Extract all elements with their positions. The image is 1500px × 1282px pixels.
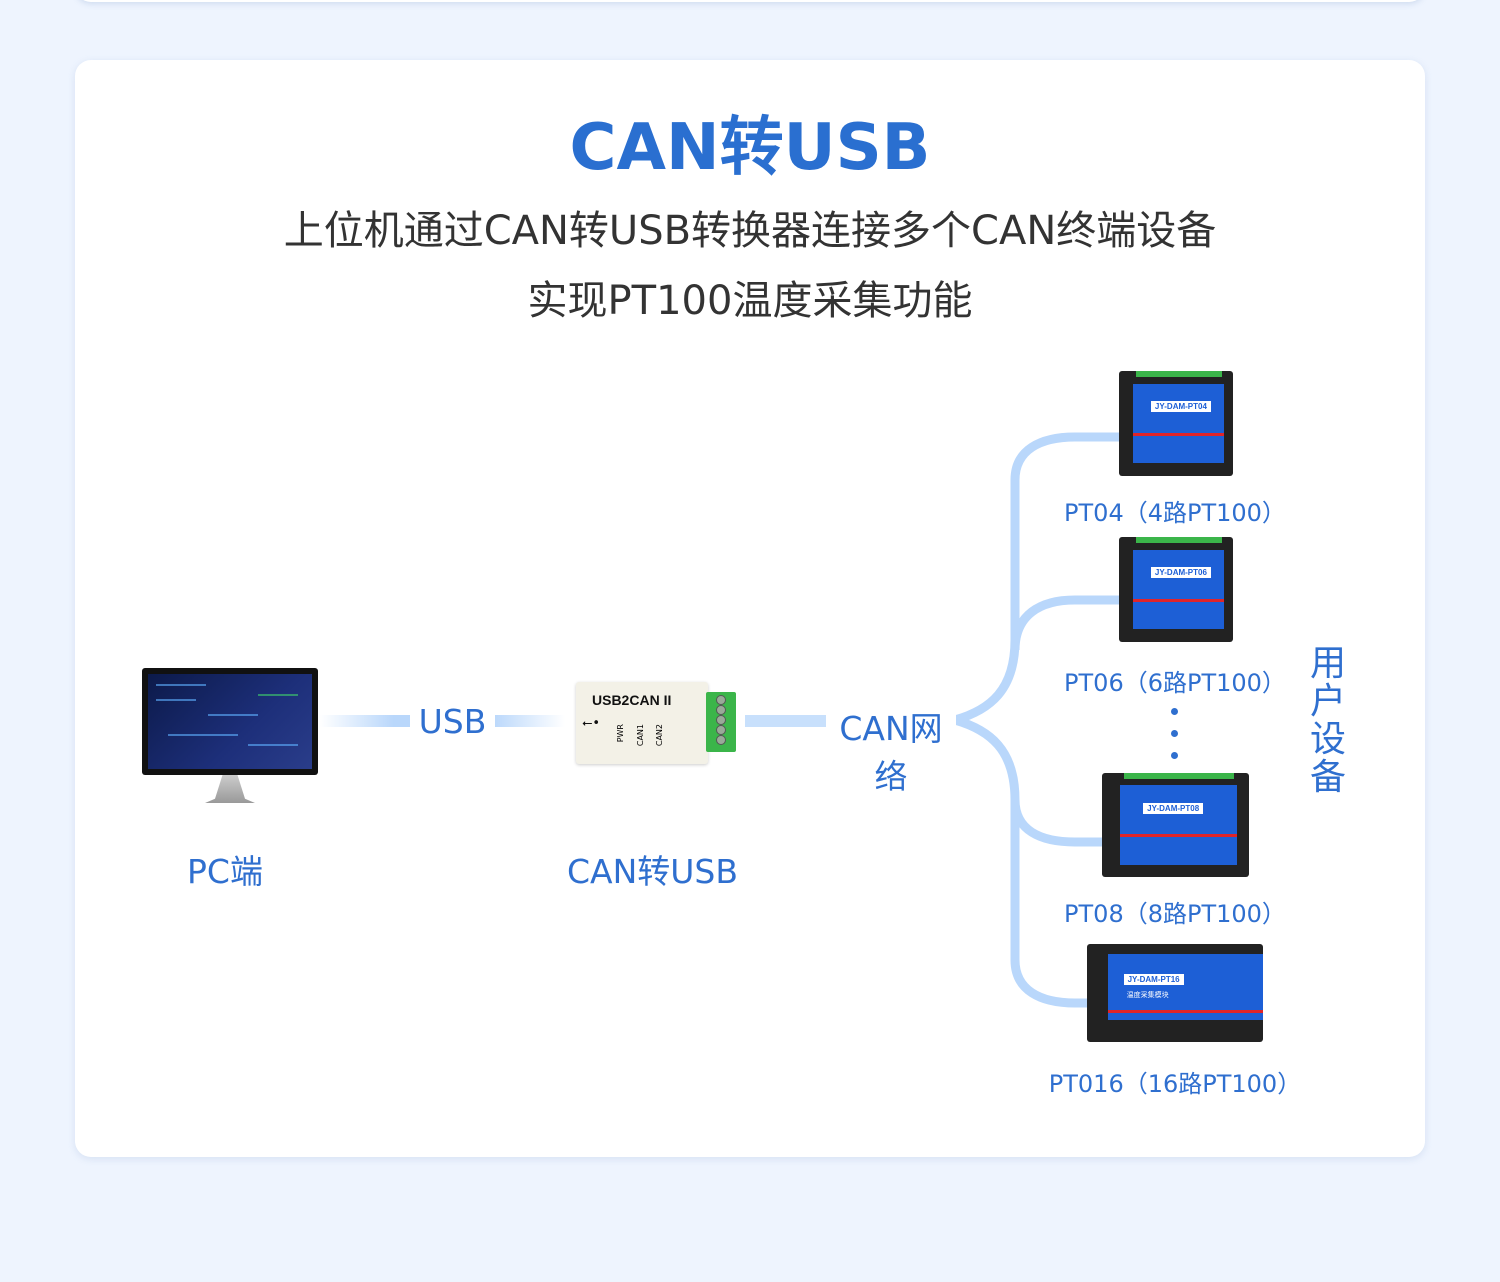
device-pt04-label: PT04（4路PT100）: [1064, 499, 1286, 527]
device-pt08-label: PT08（8路PT100）: [1064, 900, 1286, 928]
device-pt06-label: PT06（6路PT100）: [1064, 669, 1286, 697]
led-can1: CAN1: [636, 724, 645, 747]
usb-link-label: USB: [410, 702, 495, 741]
previous-card: [75, 0, 1425, 2]
usb2can-device-image: USB2CAN II ⭠• PWR CAN1 CAN2: [576, 682, 708, 764]
user-devices-label: 用户设备: [1309, 643, 1346, 798]
device-pt16-label: PT016（16路PT100）: [1048, 1070, 1302, 1098]
subtitle-line-2: 实现PT100温度采集功能: [527, 278, 973, 324]
device-name: USB2CAN II: [592, 692, 672, 708]
pc-monitor-image: [142, 668, 318, 775]
device-pt04-image: JY-DAM-PT04: [1119, 371, 1233, 476]
converter-label: CAN转USB: [566, 852, 739, 891]
device-pt08-image: JY-DAM-PT08: [1102, 773, 1249, 877]
page-title: CAN转USB: [569, 111, 931, 185]
pc-label: PC端: [187, 852, 263, 891]
can-bus-branches: [953, 432, 1120, 1008]
more-devices-ellipsis: [1171, 708, 1178, 774]
device-pt06-image: JY-DAM-PT06: [1119, 537, 1233, 642]
can-network-label: CAN网络: [826, 702, 956, 798]
usb-symbol-icon: ⭠•: [582, 716, 601, 731]
subtitle-line-1: 上位机通过CAN转USB转换器连接多个CAN终端设备: [283, 208, 1217, 254]
terminal-block: [706, 692, 736, 752]
led-pwr: PWR: [616, 724, 625, 743]
led-can2: CAN2: [655, 724, 664, 747]
can-link-line: [745, 715, 830, 727]
